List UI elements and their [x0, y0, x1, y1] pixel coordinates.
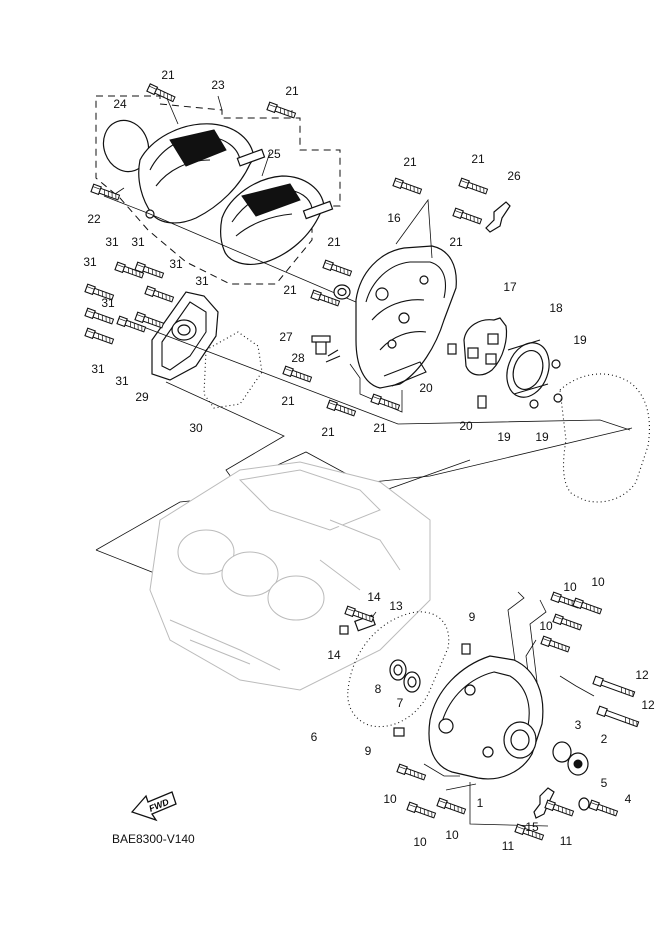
- callout-17: 17: [503, 280, 517, 294]
- callout-20: 20: [459, 419, 473, 433]
- part-23-clutch-cover: [138, 123, 266, 224]
- crankcase-ghost: [149, 461, 431, 691]
- part-26-clip: [485, 201, 511, 233]
- callout-31: 31: [115, 374, 129, 388]
- callout-16: 16: [387, 211, 401, 225]
- callout-10: 10: [413, 835, 427, 849]
- part-16-clutch-housing-cover: [333, 245, 457, 389]
- callout-24: 24: [113, 97, 127, 111]
- callout-21: 21: [161, 68, 175, 82]
- part-25-inner-cover: [220, 175, 334, 265]
- callout-31: 31: [195, 274, 209, 288]
- callout-31: 31: [169, 257, 183, 271]
- callout-12: 12: [641, 698, 655, 712]
- callout-29: 29: [135, 390, 149, 404]
- part-27-part-28: [311, 335, 341, 363]
- callout-10: 10: [445, 828, 459, 842]
- part-7-seal: [403, 671, 421, 693]
- callout-26: 26: [507, 169, 521, 183]
- part-20-dowel-b: [477, 395, 487, 409]
- callout-30: 30: [189, 421, 203, 435]
- callout-2: 2: [601, 732, 608, 746]
- callout-20: 20: [419, 381, 433, 395]
- part-24-cap: [102, 119, 150, 173]
- part-8-seal: [389, 659, 407, 681]
- part-1-crankcase-cover: [428, 655, 544, 780]
- callout-31: 31: [101, 296, 115, 310]
- callout-10: 10: [563, 580, 577, 594]
- callout-27: 27: [279, 330, 293, 344]
- callout-13: 13: [389, 599, 403, 613]
- callout-19: 19: [497, 430, 511, 444]
- callout-11: 11: [502, 839, 515, 853]
- callout-21: 21: [449, 235, 463, 249]
- part-3-o-ring: [552, 741, 572, 763]
- callout-23: 23: [211, 78, 225, 92]
- callout-4: 4: [625, 792, 632, 806]
- callout-10: 10: [591, 575, 605, 589]
- part-6-gasket: [347, 611, 450, 728]
- callout-31: 31: [83, 255, 97, 269]
- callout-8: 8: [375, 682, 382, 696]
- callout-14: 14: [367, 590, 381, 604]
- callout-9: 9: [469, 610, 476, 624]
- callout-15: 15: [525, 820, 539, 834]
- callout-12: 12: [635, 668, 649, 682]
- callout-1: 1: [477, 796, 484, 810]
- callout-22: 22: [87, 212, 101, 226]
- callout-5: 5: [601, 776, 608, 790]
- callout-21: 21: [327, 235, 341, 249]
- callout-21: 21: [285, 84, 299, 98]
- part-2-plug: [567, 752, 589, 776]
- callout-19: 19: [535, 430, 549, 444]
- callout-31: 31: [131, 235, 145, 249]
- callout-21: 21: [471, 152, 485, 166]
- callout-31: 31: [105, 235, 119, 249]
- callout-21: 21: [283, 283, 297, 297]
- callout-21: 21: [373, 421, 387, 435]
- callout-6: 6: [311, 730, 318, 744]
- callout-18: 18: [549, 301, 563, 315]
- part-30-gasket: [203, 331, 263, 409]
- callout-10: 10: [383, 792, 397, 806]
- part-15-bracket: [533, 787, 555, 819]
- part-19-screws: [529, 359, 563, 409]
- part-20-dowel-a: [447, 343, 457, 355]
- part-29-cover: [151, 291, 219, 381]
- callout-21: 21: [321, 425, 335, 439]
- callout-25: 25: [267, 147, 281, 161]
- part-9-dowel-b: [393, 727, 405, 737]
- callout-14: 14: [327, 648, 341, 662]
- callout-7: 7: [397, 696, 404, 710]
- callout-19: 19: [573, 333, 587, 347]
- callout-31: 31: [91, 362, 105, 376]
- diagram-code: BAE8300-V140: [112, 832, 195, 846]
- part-5-washer: [578, 797, 590, 811]
- callout-28: 28: [291, 351, 305, 365]
- fwd-arrow: FWD: [130, 791, 177, 822]
- callout-10: 10: [539, 619, 553, 633]
- callouts: 21 23 24 21 25 22 21 21 26 21 16 21 21 1…: [83, 68, 655, 853]
- part-17-cam-plate: [463, 317, 508, 376]
- right-cover-gasket: [559, 373, 650, 503]
- part-9-dowel-a: [461, 643, 471, 655]
- callout-9: 9: [365, 744, 372, 758]
- part-18-plate: [506, 339, 550, 398]
- callout-21: 21: [281, 394, 295, 408]
- callout-21: 21: [403, 155, 417, 169]
- callout-3: 3: [575, 718, 582, 732]
- callout-11: 11: [560, 834, 573, 848]
